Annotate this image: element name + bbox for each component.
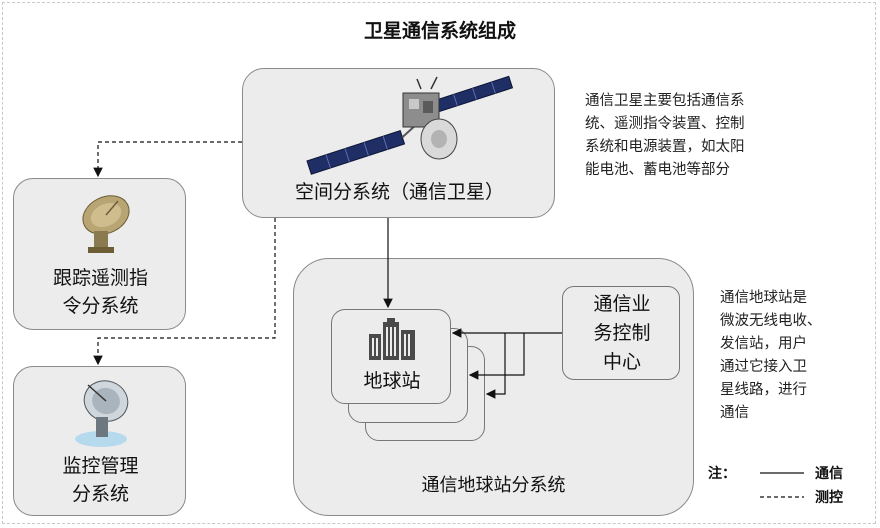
earth-station-note-line: 星线路，进行 bbox=[720, 382, 807, 398]
earth-station-card: 地球站 bbox=[331, 309, 451, 404]
monitor-segment-box: 监控管理 分系统 bbox=[13, 366, 186, 516]
tracking-segment-box: 跟踪遥测指 令分系统 bbox=[13, 178, 186, 330]
legend-prefix: 注： bbox=[708, 466, 736, 482]
radar-antenna-icon bbox=[75, 380, 129, 447]
building-icon bbox=[369, 318, 415, 360]
earth-station-note: 通信地球站是 微波无线电收、 发信站，用户 通过它接入卫 星线路，进行 通信 bbox=[720, 287, 822, 425]
satellite-note-line: 能电池、蓄电池等部分 bbox=[585, 162, 730, 178]
link-space-to-monitor bbox=[93, 218, 276, 366]
satellite-note-line: 统、遥测指令装置、控制 bbox=[585, 116, 745, 132]
earth-station-note-line: 发信站，用户 bbox=[720, 336, 807, 352]
space-segment-label: 空间分系统（通信卫星） bbox=[294, 181, 504, 203]
legend-solid-label: 通信 bbox=[815, 466, 843, 482]
earth-station-label: 地球站 bbox=[363, 370, 421, 392]
link-control-card2 bbox=[468, 333, 525, 380]
control-center-label-line2: 务控制 bbox=[593, 322, 651, 344]
tracking-segment-label-line1: 跟踪遥测指 bbox=[52, 267, 148, 289]
control-center-label-line3: 中心 bbox=[602, 351, 641, 373]
legend-dashed-label: 测控 bbox=[815, 490, 843, 506]
satellite-note-line: 通信卫星主要包括通信系 bbox=[585, 93, 745, 109]
earth-station-note-line: 微波无线电收、 bbox=[720, 313, 822, 329]
monitor-segment-label-line1: 监控管理 bbox=[62, 455, 139, 477]
diagram-title: 卫星通信系统组成 bbox=[363, 20, 516, 42]
space-segment-box: 空间分系统（通信卫星） bbox=[242, 68, 555, 218]
satellite-icon bbox=[306, 75, 514, 175]
satellite-note: 通信卫星主要包括通信系 统、遥测指令装置、控制 系统和电源装置，如太阳 能电池、… bbox=[585, 90, 745, 182]
monitor-segment-label-line2: 分系统 bbox=[71, 483, 129, 505]
control-center-label-line1: 通信业 bbox=[593, 293, 651, 315]
earth-station-note-line: 通信地球站是 bbox=[720, 290, 807, 306]
tracking-segment-label-line2: 令分系统 bbox=[62, 295, 139, 317]
earth-station-note-line: 通信 bbox=[720, 405, 749, 421]
link-control-card3 bbox=[485, 333, 506, 399]
link-space-to-tracking bbox=[93, 141, 242, 178]
earth-station-segment-label: 通信地球站分系统 bbox=[421, 475, 566, 496]
control-center-box: 通信业 务控制 中心 bbox=[562, 286, 680, 380]
satellite-note-line: 系统和电源装置，如太阳 bbox=[585, 139, 745, 155]
dish-antenna-icon bbox=[82, 195, 130, 253]
earth-station-note-line: 通过它接入卫 bbox=[720, 359, 807, 375]
